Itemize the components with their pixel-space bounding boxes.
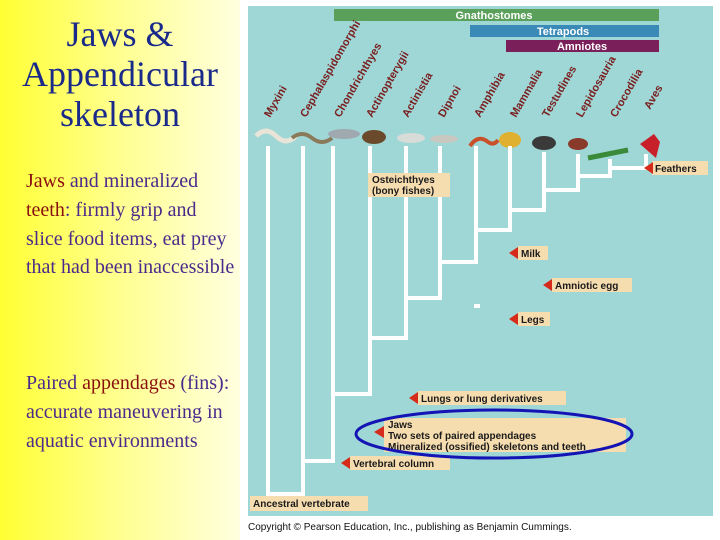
feathers-box bbox=[652, 161, 708, 175]
amniotic-egg-arrow bbox=[543, 279, 552, 291]
feathers-label: Feathers bbox=[655, 164, 697, 175]
amniotic-egg-box bbox=[552, 278, 632, 292]
ancestral-vertebrate-label: Ancestral vertebrate bbox=[253, 499, 350, 510]
legs-label: Legs bbox=[521, 315, 545, 326]
gnathostomes-bar bbox=[334, 9, 659, 21]
taxon-crocodilia: Crocodilia bbox=[608, 66, 646, 119]
appendages-paragraph: Paired appendages (fins): accurate maneu… bbox=[26, 369, 236, 455]
milk-label: Milk bbox=[521, 249, 541, 260]
appendages-term: appendages bbox=[82, 372, 176, 394]
hagfish-icon bbox=[254, 128, 298, 144]
gnathostomes-label: Gnathostomes bbox=[455, 10, 532, 22]
jaws-box bbox=[384, 418, 626, 452]
jaws-text-2: : firmly grip and slice food items, eat … bbox=[26, 198, 235, 279]
slide-title: Jaws & Appendicular skeleton bbox=[22, 14, 218, 134]
paired-appendages-label: Two sets of paired appendages bbox=[388, 431, 537, 442]
amniotes-bar bbox=[506, 40, 659, 52]
jaws-text-1: and mineralized bbox=[64, 170, 199, 192]
taxon-aves: Aves bbox=[642, 83, 665, 111]
animal-icons bbox=[254, 128, 660, 161]
milk-arrow bbox=[509, 247, 518, 259]
vertebral-column-box bbox=[350, 456, 450, 470]
milk-box bbox=[518, 246, 548, 260]
lungs-arrow bbox=[409, 392, 418, 404]
vertebral-column-arrow bbox=[341, 457, 350, 469]
amniotic-egg-label: Amniotic egg bbox=[555, 281, 618, 292]
taxon-amphibia: Amphibia bbox=[472, 69, 508, 119]
legs-arrow bbox=[509, 313, 518, 325]
crocodile-icon bbox=[587, 147, 629, 161]
teeth-term: teeth bbox=[26, 198, 65, 221]
lungs-label: Lungs or lung derivatives bbox=[421, 394, 543, 405]
highlight-oval bbox=[354, 408, 634, 460]
phylogeny-diagram: Gnathostomes Tetrapods Amniotes Myxini C… bbox=[248, 6, 713, 516]
tetrapods-bar bbox=[470, 25, 659, 37]
phylogeny-tree: Gnathostomes Tetrapods Amniotes Myxini C… bbox=[250, 9, 708, 511]
legs-box bbox=[518, 312, 550, 326]
appendages-text-2: (fins): accurate maneuvering in aquatic … bbox=[26, 372, 230, 452]
lungfish-icon bbox=[430, 135, 458, 143]
taxon-cephalaspidomorphi: Cephalaspidomorphi bbox=[298, 19, 363, 120]
turtle-icon bbox=[532, 136, 556, 150]
lungs-box bbox=[418, 391, 566, 405]
bony-fishes-label: (bony fishes) bbox=[372, 186, 434, 197]
bird-icon bbox=[640, 134, 660, 158]
osteichthyes-label: Osteichthyes bbox=[372, 175, 435, 186]
jaws-arrow bbox=[374, 426, 384, 438]
mineralized-skeleton-label: Mineralized (ossified) skeletons and tee… bbox=[388, 442, 586, 453]
copyright-notice: Copyright © Pearson Education, Inc., pub… bbox=[248, 522, 572, 533]
taxon-actinistia: Actinistia bbox=[400, 70, 436, 120]
left-panel: Jaws & Appendicular skeleton Jaws and mi… bbox=[0, 0, 240, 540]
tetrapods-label: Tetrapods bbox=[537, 26, 589, 38]
shark-icon bbox=[328, 129, 360, 139]
osteichthyes-box bbox=[368, 173, 450, 197]
vertebral-column-label: Vertebral column bbox=[353, 459, 434, 470]
lizard-icon bbox=[568, 138, 588, 150]
taxon-testudines: Testudines bbox=[540, 64, 579, 120]
mammal-icon bbox=[499, 132, 521, 148]
feathers-arrow bbox=[644, 162, 653, 174]
taxon-myxini: Myxini bbox=[262, 84, 290, 120]
amniotes-label: Amniotes bbox=[557, 41, 607, 53]
ancestral-vertebrate-box bbox=[250, 496, 368, 511]
jaws-label: Jaws bbox=[388, 420, 413, 431]
jaws-term: Jaws bbox=[26, 170, 65, 192]
salamander-icon bbox=[468, 136, 500, 148]
coelacanth-icon bbox=[397, 133, 425, 143]
bony-fish-icon bbox=[362, 130, 386, 144]
lamprey-icon bbox=[290, 132, 334, 144]
taxon-dipnoi: Dipnoi bbox=[436, 84, 464, 120]
jaws-paragraph: Jaws and mineralized teeth: firmly grip … bbox=[26, 167, 236, 282]
taxon-mammalia: Mammalia bbox=[508, 67, 545, 120]
appendages-text-1: Paired bbox=[26, 372, 83, 394]
